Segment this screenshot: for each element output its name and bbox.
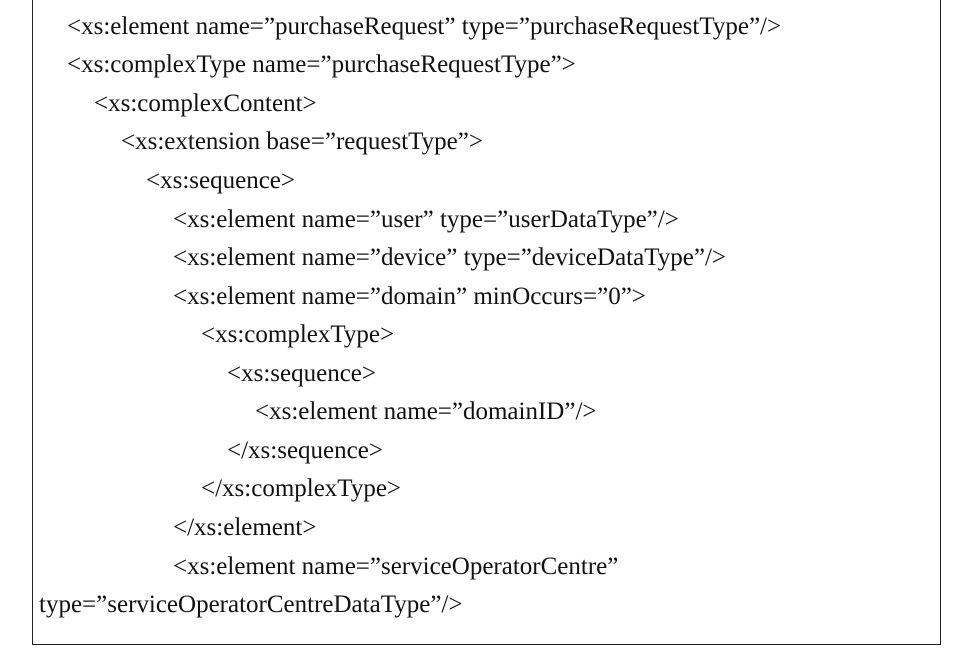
code-line-13: </xs:complexType> [201, 474, 401, 504]
code-line-3: <xs:complexContent> [94, 89, 317, 119]
code-line-2: <xs:complexType name=”purchaseRequestTyp… [67, 50, 576, 80]
code-line-15: <xs:element name=”serviceOperatorCentre” [173, 552, 618, 582]
code-line-1: <xs:element name=”purchaseRequest” type=… [67, 12, 781, 42]
code-line-10: <xs:sequence> [227, 359, 376, 389]
code-line-9: <xs:complexType> [201, 320, 394, 350]
code-line-12: </xs:sequence> [227, 436, 383, 466]
code-line-5: <xs:sequence> [146, 166, 295, 196]
code-line-16: type=”serviceOperatorCentreDataType”/> [39, 590, 462, 620]
code-line-8: <xs:element name=”domain” minOccurs=”0”> [173, 282, 646, 312]
code-line-14: </xs:element> [173, 513, 316, 543]
code-line-6: <xs:element name=”user” type=”userDataTy… [173, 205, 679, 235]
code-line-11: <xs:element name=”domainID”/> [255, 397, 597, 427]
code-line-7: <xs:element name=”device” type=”deviceDa… [173, 243, 726, 273]
code-line-4: <xs:extension base=”requestType”> [121, 127, 483, 157]
